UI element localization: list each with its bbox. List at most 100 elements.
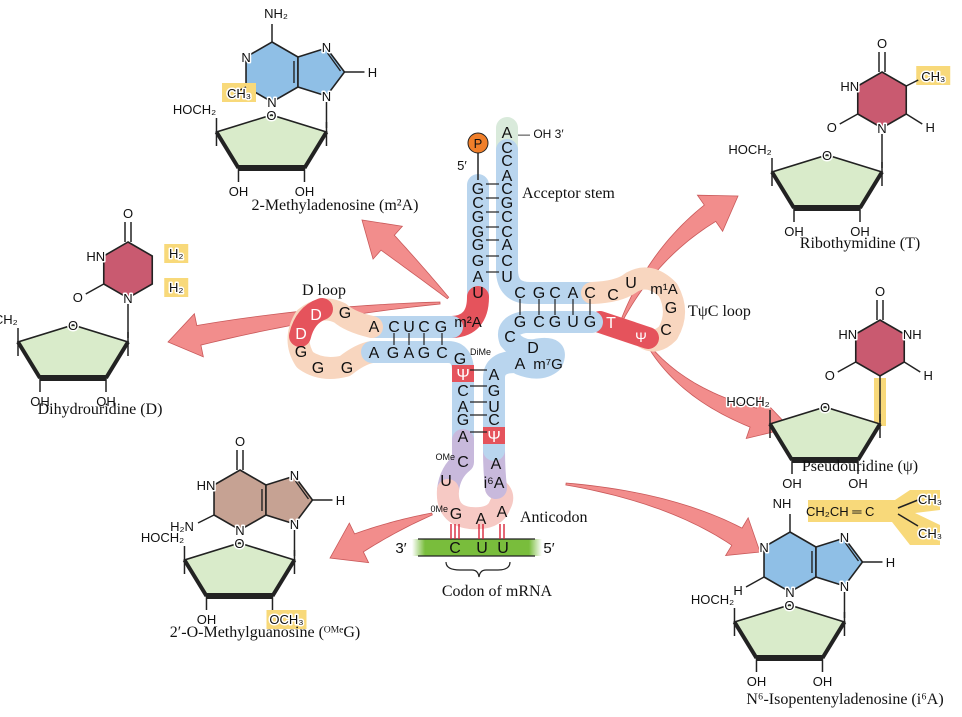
atom-label-ring_o: O	[784, 598, 794, 613]
mrna-strand	[412, 539, 542, 556]
nucleotide: G	[472, 209, 484, 226]
atom-label-hn: HN	[197, 478, 216, 493]
nucleotide: Ψ	[456, 367, 469, 384]
nucleotide-g-dime: G	[454, 351, 466, 368]
purine-six-ring	[213, 469, 267, 531]
nucleotide-m2a: m²A	[454, 314, 482, 331]
atom-label-n1: N	[877, 121, 886, 136]
atom-label-nh: NH	[773, 496, 792, 511]
arrow-to-omeg	[329, 512, 433, 564]
nucleotide: U	[497, 540, 509, 557]
atom-label-n9: N	[322, 89, 331, 104]
bond-line	[197, 514, 215, 524]
caption-T: Ribothymidine (T)	[800, 235, 920, 252]
nucleotide: G	[387, 345, 399, 362]
codon-of-mrna-label: Codon of mRNA	[442, 583, 553, 600]
bond-line	[104, 340, 130, 380]
bond-line	[745, 576, 765, 588]
tpsic-loop-label: TψC loop	[688, 303, 751, 320]
nucleotide: D	[527, 340, 539, 357]
atom-label-hoch2: HOCH₂	[726, 394, 769, 409]
nucleotide: C	[418, 319, 430, 336]
pyrimidine-ring	[854, 319, 906, 377]
nucleotide: G	[501, 195, 513, 212]
nucleotide: G	[472, 224, 484, 241]
five-prime-label: 5′	[457, 158, 467, 173]
bond-line	[732, 620, 759, 660]
atom-label-hn: HN	[86, 249, 105, 264]
modification-highlight	[164, 278, 189, 297]
nucleotide: A	[369, 319, 380, 336]
atom-label-o6: O	[235, 434, 245, 449]
d-stem-bottom-band	[361, 341, 474, 451]
atom-label-n1: N	[123, 291, 132, 306]
nucleotide: G	[339, 305, 351, 322]
nucleotide: G	[457, 412, 469, 429]
atom-label-h: H	[368, 65, 377, 80]
nucleotide: C	[533, 314, 545, 331]
nucleotide: C	[501, 224, 513, 241]
atom-label-n7: N	[290, 468, 299, 483]
dime-superscript: DiMe	[470, 347, 491, 357]
atom-label-oh_3: OH	[197, 612, 217, 627]
pseudouridine-highlight	[452, 365, 474, 382]
nucleotide: G	[450, 506, 462, 523]
nucleotide: G	[665, 300, 677, 317]
atom-label-o4: O	[875, 284, 885, 299]
nucleotide: C	[501, 253, 513, 270]
atom-label-n3: N	[235, 523, 244, 538]
nucleotide: C	[472, 195, 484, 212]
modification-highlight	[164, 244, 189, 263]
phosphate-icon	[467, 132, 489, 154]
atom-label-h8: H	[886, 555, 895, 570]
pyrimidine-ring	[856, 71, 908, 129]
nucleotide: C	[501, 153, 513, 170]
atom-label-och3: OCH₃	[269, 612, 303, 627]
tpsic-modified-band	[589, 311, 659, 349]
nucleotide-m1a: m¹A	[650, 281, 678, 298]
tpsic-loop-band	[581, 267, 685, 352]
nucleotide: G	[472, 253, 484, 270]
bond-line	[897, 499, 919, 509]
atom-label-hoch2: HOCH₂	[728, 142, 771, 157]
bond-line	[233, 86, 247, 94]
nucleotide: G	[549, 314, 561, 331]
nucleotide: A	[458, 429, 469, 446]
caption-i6A: N⁶-Isopentenyladenosine (i⁶A)	[746, 691, 943, 708]
nucleotide: C	[388, 319, 400, 336]
bond-line	[16, 340, 42, 380]
caption-psi: Pseudouridine (ψ)	[802, 458, 918, 475]
nucleotide: G	[584, 314, 596, 331]
arrow-to-pseudouridine	[646, 343, 791, 440]
acceptor-3-strand	[496, 139, 603, 304]
atom-label-h: H	[924, 368, 933, 383]
atom-label-n1: N	[241, 50, 250, 65]
atom-label-h2_b: H₂	[169, 280, 183, 295]
atom-label-o4: O	[877, 36, 887, 51]
nucleotide: C	[457, 454, 469, 471]
nucleotide: A	[515, 356, 526, 373]
nucleotide: U	[440, 473, 452, 490]
codon-brace	[445, 561, 511, 578]
mrna-three-prime: 3′	[395, 540, 406, 557]
pyrimidine-ring	[102, 241, 154, 299]
arrow-to-i6a	[565, 482, 761, 557]
bond-line	[856, 422, 882, 462]
nucleotide: A	[502, 237, 513, 254]
nucleotide: C	[501, 140, 513, 157]
nucleotide: U	[472, 285, 484, 302]
phosphate-label: P	[474, 136, 483, 151]
atom-label-ch3: CH₃	[227, 86, 251, 101]
bond-line	[770, 170, 796, 210]
nucleotide: A	[458, 399, 469, 416]
bond-line	[837, 361, 857, 373]
nucleotide: G	[472, 237, 484, 254]
atom-label-ch3_a: CH₃	[918, 492, 942, 507]
nucleotide-i6a: i⁶A	[484, 475, 505, 492]
atom-label-o2: O	[73, 290, 83, 305]
atom-label-o2: O	[825, 368, 835, 383]
nucleotide: C	[504, 329, 516, 346]
caption-m2A: 2-Methyladenosine (m²A)	[252, 197, 419, 214]
atom-label-oh_2: OH	[295, 184, 315, 199]
